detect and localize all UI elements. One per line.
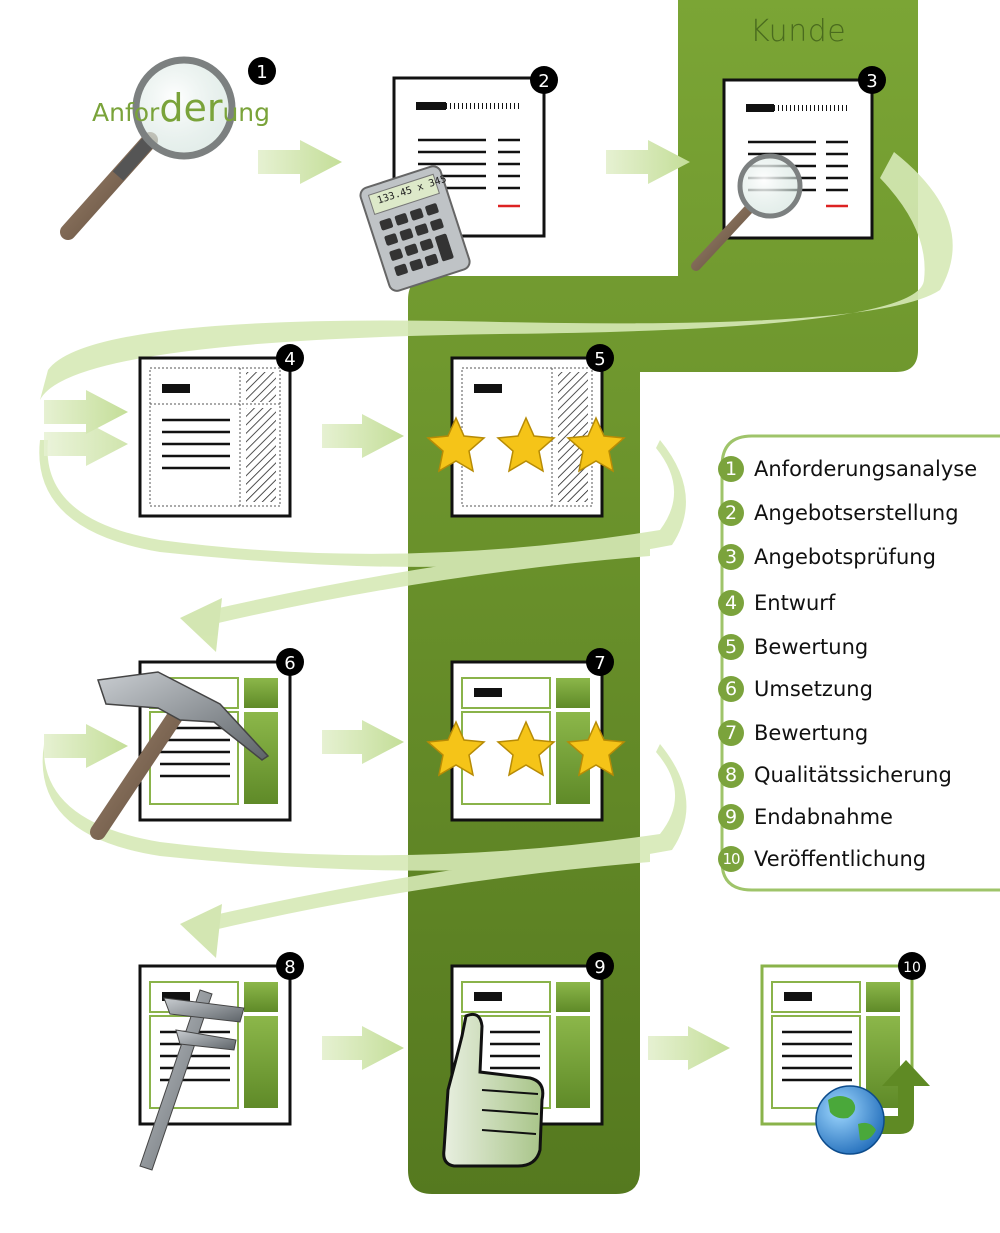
legend-label: Anforderungsanalyse (754, 457, 978, 481)
legend-label: Angebotsprüfung (754, 545, 936, 569)
thumbs-up-icon (442, 1012, 545, 1168)
step-badge-3-text: 3 (866, 71, 877, 92)
flow-curve-7-to-8 (42, 744, 687, 958)
caliper-icon (139, 989, 245, 1171)
step-badge-1: 1 (248, 57, 276, 85)
legend-item: 1 Anforderungsanalyse (718, 454, 977, 484)
step-badge-10: 10 (898, 952, 926, 980)
legend-number: 10 (718, 846, 744, 872)
legend-number: 5 (718, 634, 744, 660)
arrow-8-9 (322, 1026, 404, 1070)
legend-item: 4 Entwurf (718, 588, 835, 618)
step-badge-4-text: 4 (284, 349, 295, 370)
legend: 1 Anforderungsanalyse 2 Angebotserstellung… (718, 436, 1000, 890)
legend-label: Bewertung (754, 721, 869, 745)
small-magnifier-icon (691, 153, 803, 271)
step-badge-6-text: 6 (284, 653, 295, 674)
customer-band (408, 0, 918, 1194)
step-badge-1-text: 1 (256, 62, 267, 83)
step-badge-5: 5 (586, 344, 614, 372)
step-badge-9-text: 9 (594, 957, 605, 978)
legend-label: Angebotserstellung (754, 501, 959, 525)
requirement-word-part2: der (159, 86, 223, 130)
legend-item: 3 Angebotsprüfung (718, 542, 936, 572)
legend-number: 2 (718, 500, 744, 526)
calculator-icon (359, 165, 471, 292)
step-badge-5-text: 5 (594, 349, 605, 370)
step-badge-7-text: 7 (594, 653, 605, 674)
step-badge-6: 6 (276, 648, 304, 676)
step-badge-7: 7 (586, 648, 614, 676)
step-badge-9: 9 (586, 952, 614, 980)
legend-frame (720, 434, 1000, 892)
requirement-word-part3: ung (222, 98, 271, 127)
legend-number: 9 (718, 804, 744, 830)
legend-label: Umsetzung (754, 677, 873, 701)
legend-item: 9 Endabnahme (718, 802, 893, 832)
legend-number: 3 (718, 544, 744, 570)
magnifier-icon (60, 56, 236, 240)
arrow-into-4a (44, 390, 128, 434)
star-rating-5 (426, 416, 626, 473)
step-badge-8: 8 (276, 952, 304, 980)
legend-number: 8 (718, 762, 744, 788)
flow-curve-3-to-4 (40, 152, 953, 400)
step-badge-2-text: 2 (538, 71, 549, 92)
legend-number: 7 (718, 720, 744, 746)
customer-label: Kunde (750, 14, 847, 49)
arrow-1-2 (258, 140, 342, 184)
globe-icon (815, 1085, 885, 1155)
upload-arrow-icon (860, 1060, 930, 1134)
legend-number: 4 (718, 590, 744, 616)
legend-item: 6 Umsetzung (718, 674, 873, 704)
legend-item: 5 Bewertung (718, 632, 868, 662)
arrow-into-6 (44, 724, 128, 768)
step-badge-3: 3 (858, 66, 886, 94)
legend-label: Bewertung (754, 635, 869, 659)
arrow-into-4b (44, 422, 128, 466)
arrow-2-3 (606, 140, 690, 184)
step-badge-8-text: 8 (284, 957, 295, 978)
flow-curve-5-to-6 (39, 440, 686, 652)
legend-label: Endabnahme (754, 805, 893, 829)
legend-item: 8 Qualitätssicherung (718, 760, 952, 790)
arrow-4-5 (322, 414, 404, 458)
step-badge-10-text: 10 (903, 960, 921, 976)
legend-label: Entwurf (754, 591, 836, 615)
hammer-icon (90, 671, 270, 840)
star-rating-7 (426, 720, 626, 777)
step-badge-2: 2 (530, 66, 558, 94)
step-badge-4: 4 (276, 344, 304, 372)
legend-item: 7 Bewertung (718, 718, 868, 748)
legend-item: 10 Veröffentlichung (718, 844, 926, 874)
legend-label: Qualitätssicherung (754, 763, 952, 787)
legend-number: 1 (718, 456, 744, 482)
publish-document-10 (760, 964, 914, 1126)
draft-document-4 (138, 356, 292, 518)
legend-item: 2 Angebotserstellung (718, 498, 959, 528)
legend-label: Veröffentlichung (754, 847, 927, 871)
step-badges: 1 2 3 4 5 6 7 8 9 10 (248, 57, 926, 980)
requirement-word-part1: Anfor (92, 98, 160, 127)
requirement-word: Anforderung (92, 86, 270, 130)
arrow-9-10 (648, 1026, 730, 1070)
arrow-6-7 (322, 720, 404, 764)
legend-number: 6 (718, 676, 744, 702)
